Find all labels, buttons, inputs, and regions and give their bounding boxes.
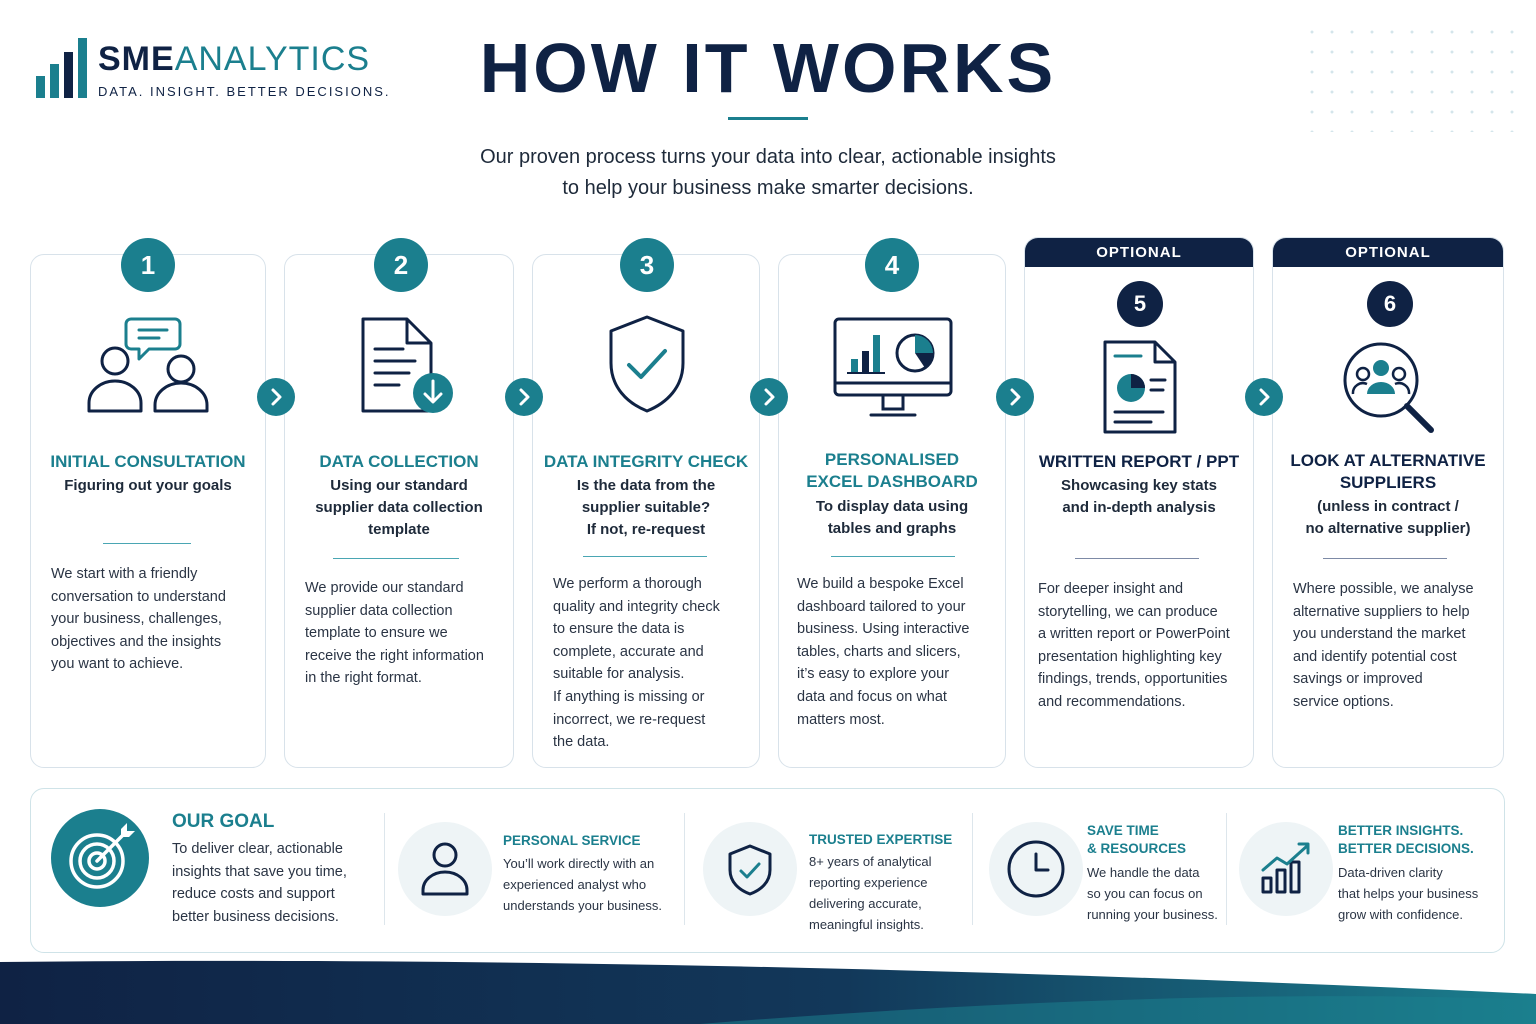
person-icon [398,822,492,916]
target-icon [51,809,149,907]
brand-name: SMEANALYTICS [98,40,371,78]
step-number-badge: 6 [1367,281,1413,327]
step-title: DATA COLLECTION [319,452,479,471]
decorative-dot-grid [1302,22,1522,132]
next-arrow-icon [257,378,295,416]
feature-title: TRUSTED EXPERTISE [809,832,953,847]
clock-icon [989,822,1083,916]
goals-panel: OUR GOAL To deliver clear, actionable in… [30,788,1505,953]
people-magnifier-icon [1343,342,1434,433]
document-download-icon [361,317,453,413]
footer-wave [0,960,1536,1024]
step-subtitle: (unless in contract /no alternative supp… [1305,498,1471,537]
brand-logo[interactable]: SMEANALYTICS DATA. INSIGHT. BETTER DECIS… [36,36,389,106]
goal-text: To deliver clear, actionable insights th… [172,841,347,925]
consultation-chat-icon [87,317,209,413]
title-underline [728,117,808,120]
shield-check-icon [609,315,685,413]
step-title: WRITTEN REPORT / PPT [1038,452,1240,471]
divider [831,556,955,557]
next-arrow-icon [1245,378,1283,416]
page-title: HOW IT WORKS [479,29,1057,107]
divider [1323,558,1447,559]
divider [1226,813,1227,925]
step-number-badge: 4 [865,238,919,292]
growth-chart-icon [1239,822,1333,916]
optional-badge: OPTIONAL [1025,238,1253,267]
step-card-1: 1 INITIAL CONSULTATION Figuring out your… [30,238,266,768]
next-arrow-icon [750,378,788,416]
shield-check-icon [703,822,797,916]
step-title: INITIAL CONSULTATION [50,452,246,471]
next-arrow-icon [996,378,1034,416]
optional-badge: OPTIONAL [1273,238,1503,267]
goal-title: OUR GOAL [172,811,275,832]
step-subtitle: Figuring out your goals [64,477,232,494]
next-arrow-icon [505,378,543,416]
feature-title: PERSONAL SERVICE [503,833,641,848]
page-subtitle: Our proven process turns your data into … [480,146,1056,199]
divider [684,813,685,925]
divider [972,813,973,925]
report-chart-icon [1103,340,1177,434]
step-card-5: OPTIONAL 5 WRITTEN REPORT / PPT Showcasi… [1024,237,1254,768]
divider [1075,558,1199,559]
step-number-badge: 1 [121,238,175,292]
step-card-3: 3 DATA INTEGRITY CHECK Is the data from … [532,238,760,768]
monitor-dashboard-icon [833,317,953,417]
step-number-badge: 5 [1117,281,1163,327]
step-number-badge: 2 [374,238,428,292]
feature-title: SAVE TIME& RESOURCES [1087,823,1187,856]
divider [103,543,191,544]
brand-tagline: DATA. INSIGHT. BETTER DECISIONS. [98,84,391,99]
step-title: DATA INTEGRITY CHECK [543,452,749,471]
divider [333,558,459,559]
logo-bars-icon [36,38,87,98]
step-number-badge: 3 [620,238,674,292]
divider [384,813,385,925]
divider [583,556,707,557]
feature-title: BETTER INSIGHTS.BETTER DECISIONS. [1338,823,1474,856]
